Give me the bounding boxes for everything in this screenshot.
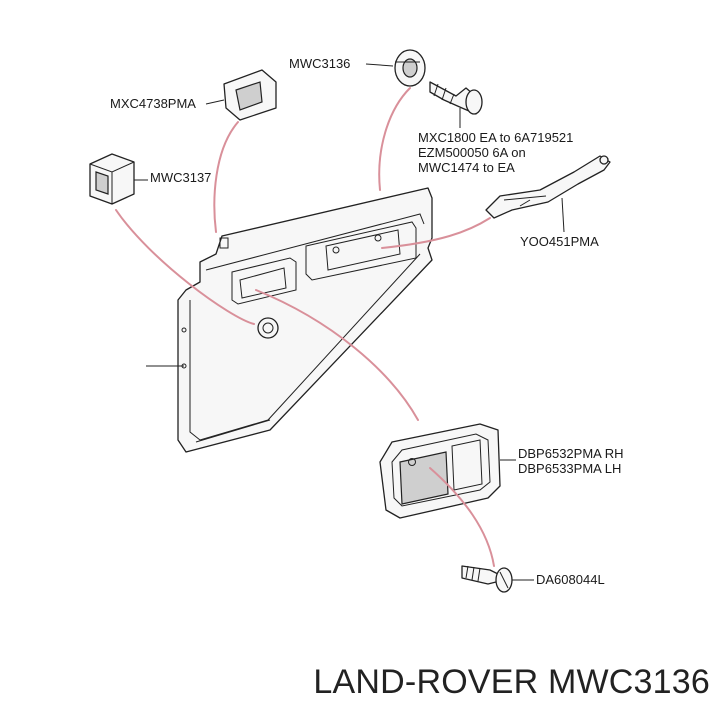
label-mwc3137: MWC3137 xyxy=(150,170,212,185)
handle-yoo451pma xyxy=(485,155,611,219)
label-mxc1800-line-1: MXC1800 EA to 6A719521 xyxy=(418,130,574,145)
label-mwc3136: MWC3136 xyxy=(289,56,351,71)
brand-part-title: LAND-ROVER MWC3136 xyxy=(313,663,710,701)
bezel-mxc4738pma xyxy=(223,69,277,121)
association-lines xyxy=(115,87,495,567)
label-da608044l: DA608044L xyxy=(536,572,605,587)
fastener-mxc1800 xyxy=(429,81,483,115)
label-mxc1800: MXC1800 EA to 6A719521 EZM500050 6A on M… xyxy=(418,130,573,175)
label-dbp653x: DBP6532PMA RH DBP6533PMA LH xyxy=(518,446,624,476)
leader-yoo451pma xyxy=(561,197,565,233)
leader-mxc4738pma xyxy=(205,99,225,105)
label-dbp6533pma: DBP6533PMA LH xyxy=(518,461,622,476)
clip-mwc3136 xyxy=(394,49,426,87)
door-trim-panel xyxy=(177,187,433,453)
label-dbp6532pma: DBP6532PMA RH xyxy=(518,446,624,461)
block-mwc3137 xyxy=(89,153,135,205)
leader-mwc3136 xyxy=(365,63,394,67)
label-yoo451pma: YOO451PMA xyxy=(520,234,599,249)
label-mxc1800-line-3: MWC1474 to EA xyxy=(418,160,515,175)
label-mxc1800-line-2: EZM500050 6A on xyxy=(418,145,526,160)
label-mxc4738pma: MXC4738PMA xyxy=(110,96,196,111)
housing-dbp653x xyxy=(379,423,501,519)
screw-da608044l xyxy=(461,565,513,593)
